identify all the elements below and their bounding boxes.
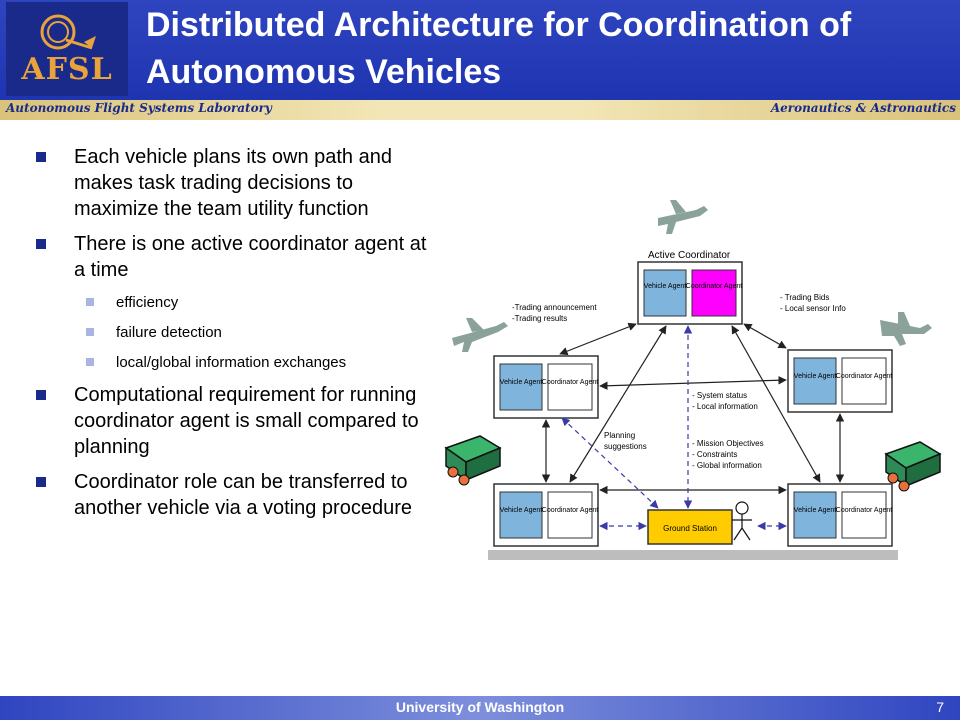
bullet-text: There is one active coordinator agent at… <box>74 233 427 281</box>
afsl-logo: AFSL <box>6 2 128 96</box>
sub-bullet-text: efficiency <box>116 294 179 311</box>
page-number: 7 <box>936 699 944 715</box>
slide-header: AFSL Distributed Architecture for Coordi… <box>0 0 960 100</box>
sub-bullet-marker-icon <box>86 298 94 306</box>
vehicle-agent-label: Vehicle Agent <box>794 507 836 514</box>
ground-station-label: Ground Station <box>663 524 717 533</box>
vehicle-agent-label: Vehicle Agent <box>644 283 686 290</box>
architecture-diagram: Active Coordinator Vehicle Agent Coordin… <box>436 190 956 570</box>
vehicle-agent-label: Vehicle Agent <box>794 373 836 380</box>
link-arrow <box>743 323 787 349</box>
bullet-item: There is one active coordinator agent at… <box>36 231 436 283</box>
coordinator-agent-label: Coordinator Agent <box>836 507 892 514</box>
bullet-list: Each vehicle plans its own path and make… <box>36 144 436 530</box>
annotation-system-status: - System status <box>692 391 747 400</box>
coordinator-agent-label: Coordinator Agent <box>542 379 598 386</box>
annotation-global-information: - Global information <box>692 461 762 470</box>
sub-bullet-item: failure detection <box>76 322 436 343</box>
sub-bullet-item: local/global information exchanges <box>76 352 436 373</box>
coordinator-agent-label: Coordinator Agent <box>542 507 598 514</box>
sub-bullet-marker-icon <box>86 328 94 336</box>
aircraft-icon <box>658 200 708 234</box>
bullet-item: Coordinator role can be transferred to a… <box>36 469 436 521</box>
bullet-marker-icon <box>36 477 46 487</box>
vehicle-node-right-bottom: Vehicle Agent Coordinator Agent <box>787 483 893 547</box>
annotation-local-sensor-info: - Local sensor Info <box>780 304 846 313</box>
active-coordinator-label: Active Coordinator <box>648 250 731 261</box>
bullet-text: Coordinator role can be transferred to a… <box>74 471 412 519</box>
bullet-item: Each vehicle plans its own path and make… <box>36 144 436 222</box>
vehicle-node-left-top: Vehicle Agent Coordinator Agent <box>493 355 599 419</box>
vehicle-agent-label: Vehicle Agent <box>500 507 542 514</box>
lab-name: Autonomous Flight Systems Laboratory <box>6 101 272 115</box>
bullet-item: Computational requirement for running co… <box>36 382 436 460</box>
annotation-constraints: - Constraints <box>692 450 737 459</box>
ground-station-node: Ground Station <box>647 509 733 545</box>
dashed-link-arrow <box>561 417 659 509</box>
university-name: University of Washington <box>395 699 565 715</box>
lab-banner: Autonomous Flight Systems Laboratory Aer… <box>0 100 960 120</box>
department-name: Aeronautics & Astronautics <box>770 101 956 115</box>
sub-bullet-marker-icon <box>86 358 94 366</box>
annotation-mission-objectives: - Mission Objectives <box>692 439 764 448</box>
slide-title: Distributed Architecture for Coordinatio… <box>146 6 852 91</box>
operator-icon <box>732 501 752 541</box>
logo-emblem-icon <box>40 14 96 50</box>
bullet-marker-icon <box>36 239 46 249</box>
vehicle-node-right-top: Vehicle Agent Coordinator Agent <box>787 349 893 413</box>
bullet-text: Computational requirement for running co… <box>74 384 419 458</box>
vehicle-agent-label: Vehicle Agent <box>500 379 542 386</box>
coordinator-agent-label: Coordinator Agent <box>686 283 742 290</box>
ground-vehicle-icon <box>444 435 502 486</box>
ground-platform <box>488 550 898 560</box>
active-coordinator-node: Vehicle Agent Coordinator Agent <box>637 261 743 325</box>
bullet-marker-icon <box>36 152 46 162</box>
sub-bullet-text: failure detection <box>116 324 222 341</box>
vehicle-node-left-bottom: Vehicle Agent Coordinator Agent <box>493 483 599 547</box>
sub-bullet-item: efficiency <box>76 292 436 313</box>
annotation-local-information: - Local information <box>692 402 758 411</box>
sub-bullet-text: local/global information exchanges <box>116 354 347 371</box>
aircraft-icon <box>880 312 932 346</box>
bullet-marker-icon <box>36 390 46 400</box>
annotation-trading-results: -Trading results <box>512 314 567 323</box>
annotation-trading-announcement: -Trading announcement <box>512 303 597 312</box>
annotation-suggestions: suggestions <box>604 442 647 451</box>
aircraft-icon <box>452 318 508 352</box>
link-arrow <box>599 376 787 390</box>
slide-footer: University of Washington 7 <box>0 696 960 720</box>
logo-text: AFSL <box>21 52 113 87</box>
coordinator-agent-label: Coordinator Agent <box>836 373 892 380</box>
link-arrow <box>559 322 637 356</box>
ground-vehicle-icon <box>884 441 942 492</box>
link-arrow <box>731 325 821 483</box>
annotation-planning: Planning <box>604 431 635 440</box>
bullet-text: Each vehicle plans its own path and make… <box>74 146 392 220</box>
annotation-trading-bids: - Trading Bids <box>780 293 829 302</box>
